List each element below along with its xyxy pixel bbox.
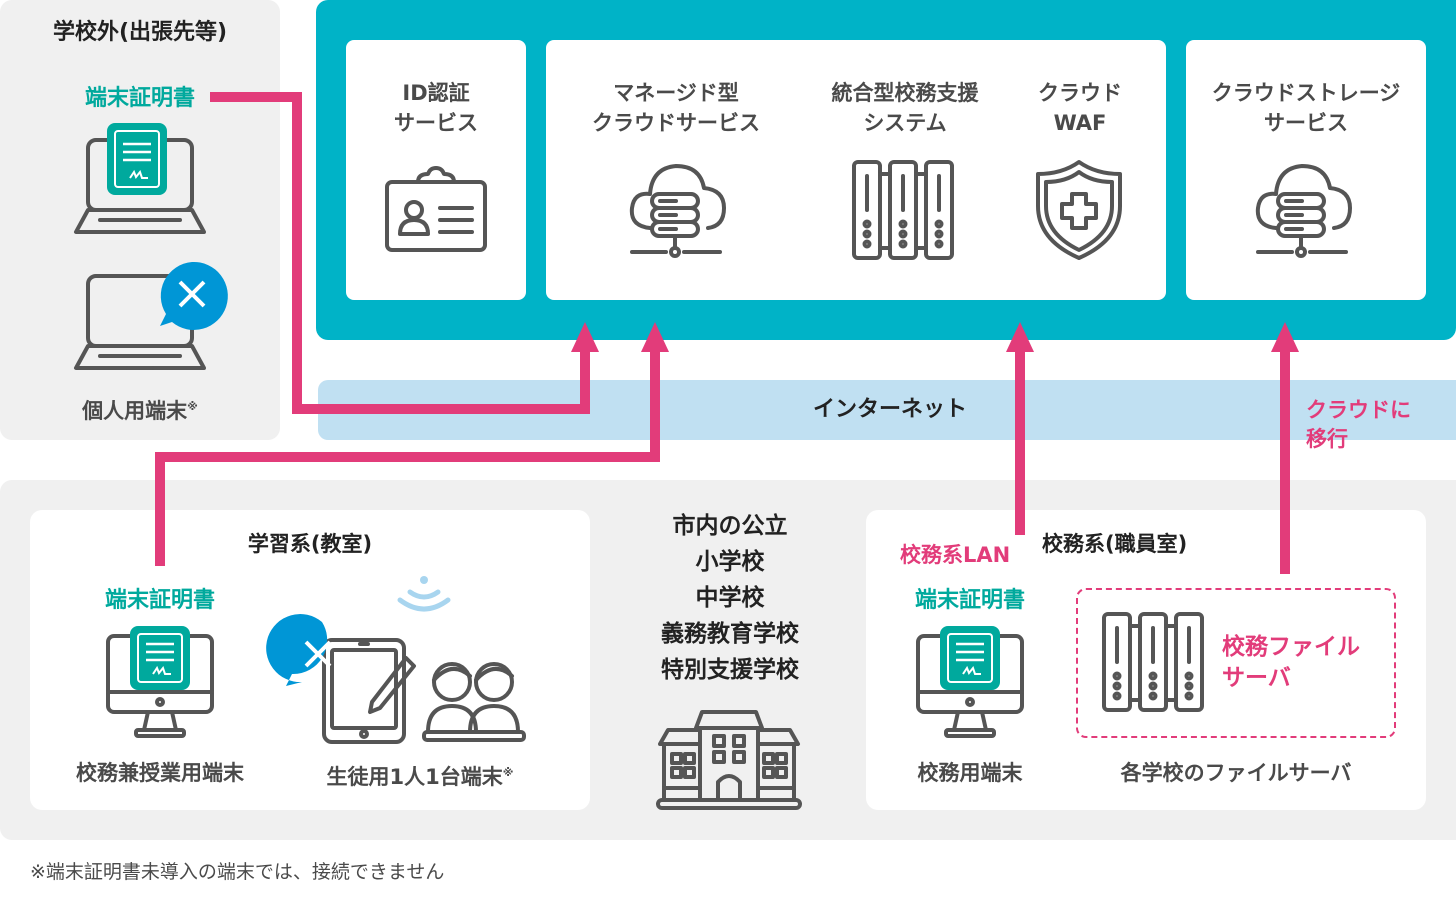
learning-connection-line: [155, 338, 660, 566]
deny-badge-icon: [266, 614, 332, 686]
file-server-icon: [1102, 612, 1204, 712]
students-icon: [422, 662, 526, 742]
arrow-up-icon: [571, 322, 599, 352]
desktop-with-certificate-icon: [916, 626, 1024, 738]
desktop-with-certificate-icon: [106, 626, 214, 738]
personal-laptop-icon: [74, 274, 206, 370]
laptop-with-certificate-icon: [74, 123, 206, 234]
outside-connection-line: [210, 92, 590, 414]
arrow-up-icon: [1271, 322, 1299, 352]
service-managed-cloud-label: マネージド型クラウドサービス: [592, 81, 760, 135]
personal-device-label: 個人用端末※: [82, 399, 198, 423]
shield-plus-icon: [1036, 160, 1122, 260]
admin-lan-label: 校務系LAN: [900, 543, 1011, 567]
school-building-icon: [656, 710, 802, 810]
learning-certificate-label: 端末証明書: [104, 588, 215, 613]
deny-badge-icon: [160, 261, 228, 330]
arrow-up-icon: [1006, 322, 1034, 352]
learning-network-title: 学習系(教室): [247, 532, 373, 556]
footnote: ※端末証明書未導入の端末では、接続できません: [30, 861, 445, 883]
arrow-up-icon: [641, 322, 669, 352]
cloud-storage-icon: [1255, 164, 1352, 258]
admin-device-label: 校務用端末: [917, 761, 1023, 785]
cloud-server-icon: [629, 164, 726, 258]
service-cloud-storage-label: クラウドストレージサービス: [1211, 81, 1401, 135]
cloud-migration-note: クラウドに移行: [1306, 398, 1411, 451]
teacher-device-label: 校務兼授業用端末: [76, 761, 244, 785]
file-server-label: 校務ファイルサーバ: [1222, 634, 1360, 691]
student-device-label: 生徒用1人1台端末※: [326, 765, 514, 789]
admin-certificate-label: 端末証明書: [914, 588, 1025, 613]
file-server-caption: 各学校のファイルサーバ: [1120, 761, 1352, 785]
id-card-icon: [385, 166, 487, 252]
internet-label: インターネット: [812, 397, 967, 422]
server-rack-icon: [852, 160, 954, 260]
tablet-with-pen-icon: [322, 638, 416, 744]
outside-school-title: 学校外(出張先等): [52, 20, 228, 45]
wifi-icon: [397, 576, 451, 612]
school-types-list: 市内の公立 小学校 中学校 義務教育学校 特別支援学校: [661, 513, 799, 683]
cloud-storage-card[interactable]: [1186, 40, 1426, 300]
file-server-group[interactable]: [1076, 588, 1396, 738]
service-id-auth-label: ID認証サービス: [394, 81, 478, 135]
outside-certificate-label: 端末証明書: [84, 86, 195, 111]
service-school-affairs-label: 統合型校務支援システム: [831, 81, 979, 135]
admin-network-title: 校務系(職員室): [1042, 532, 1188, 556]
